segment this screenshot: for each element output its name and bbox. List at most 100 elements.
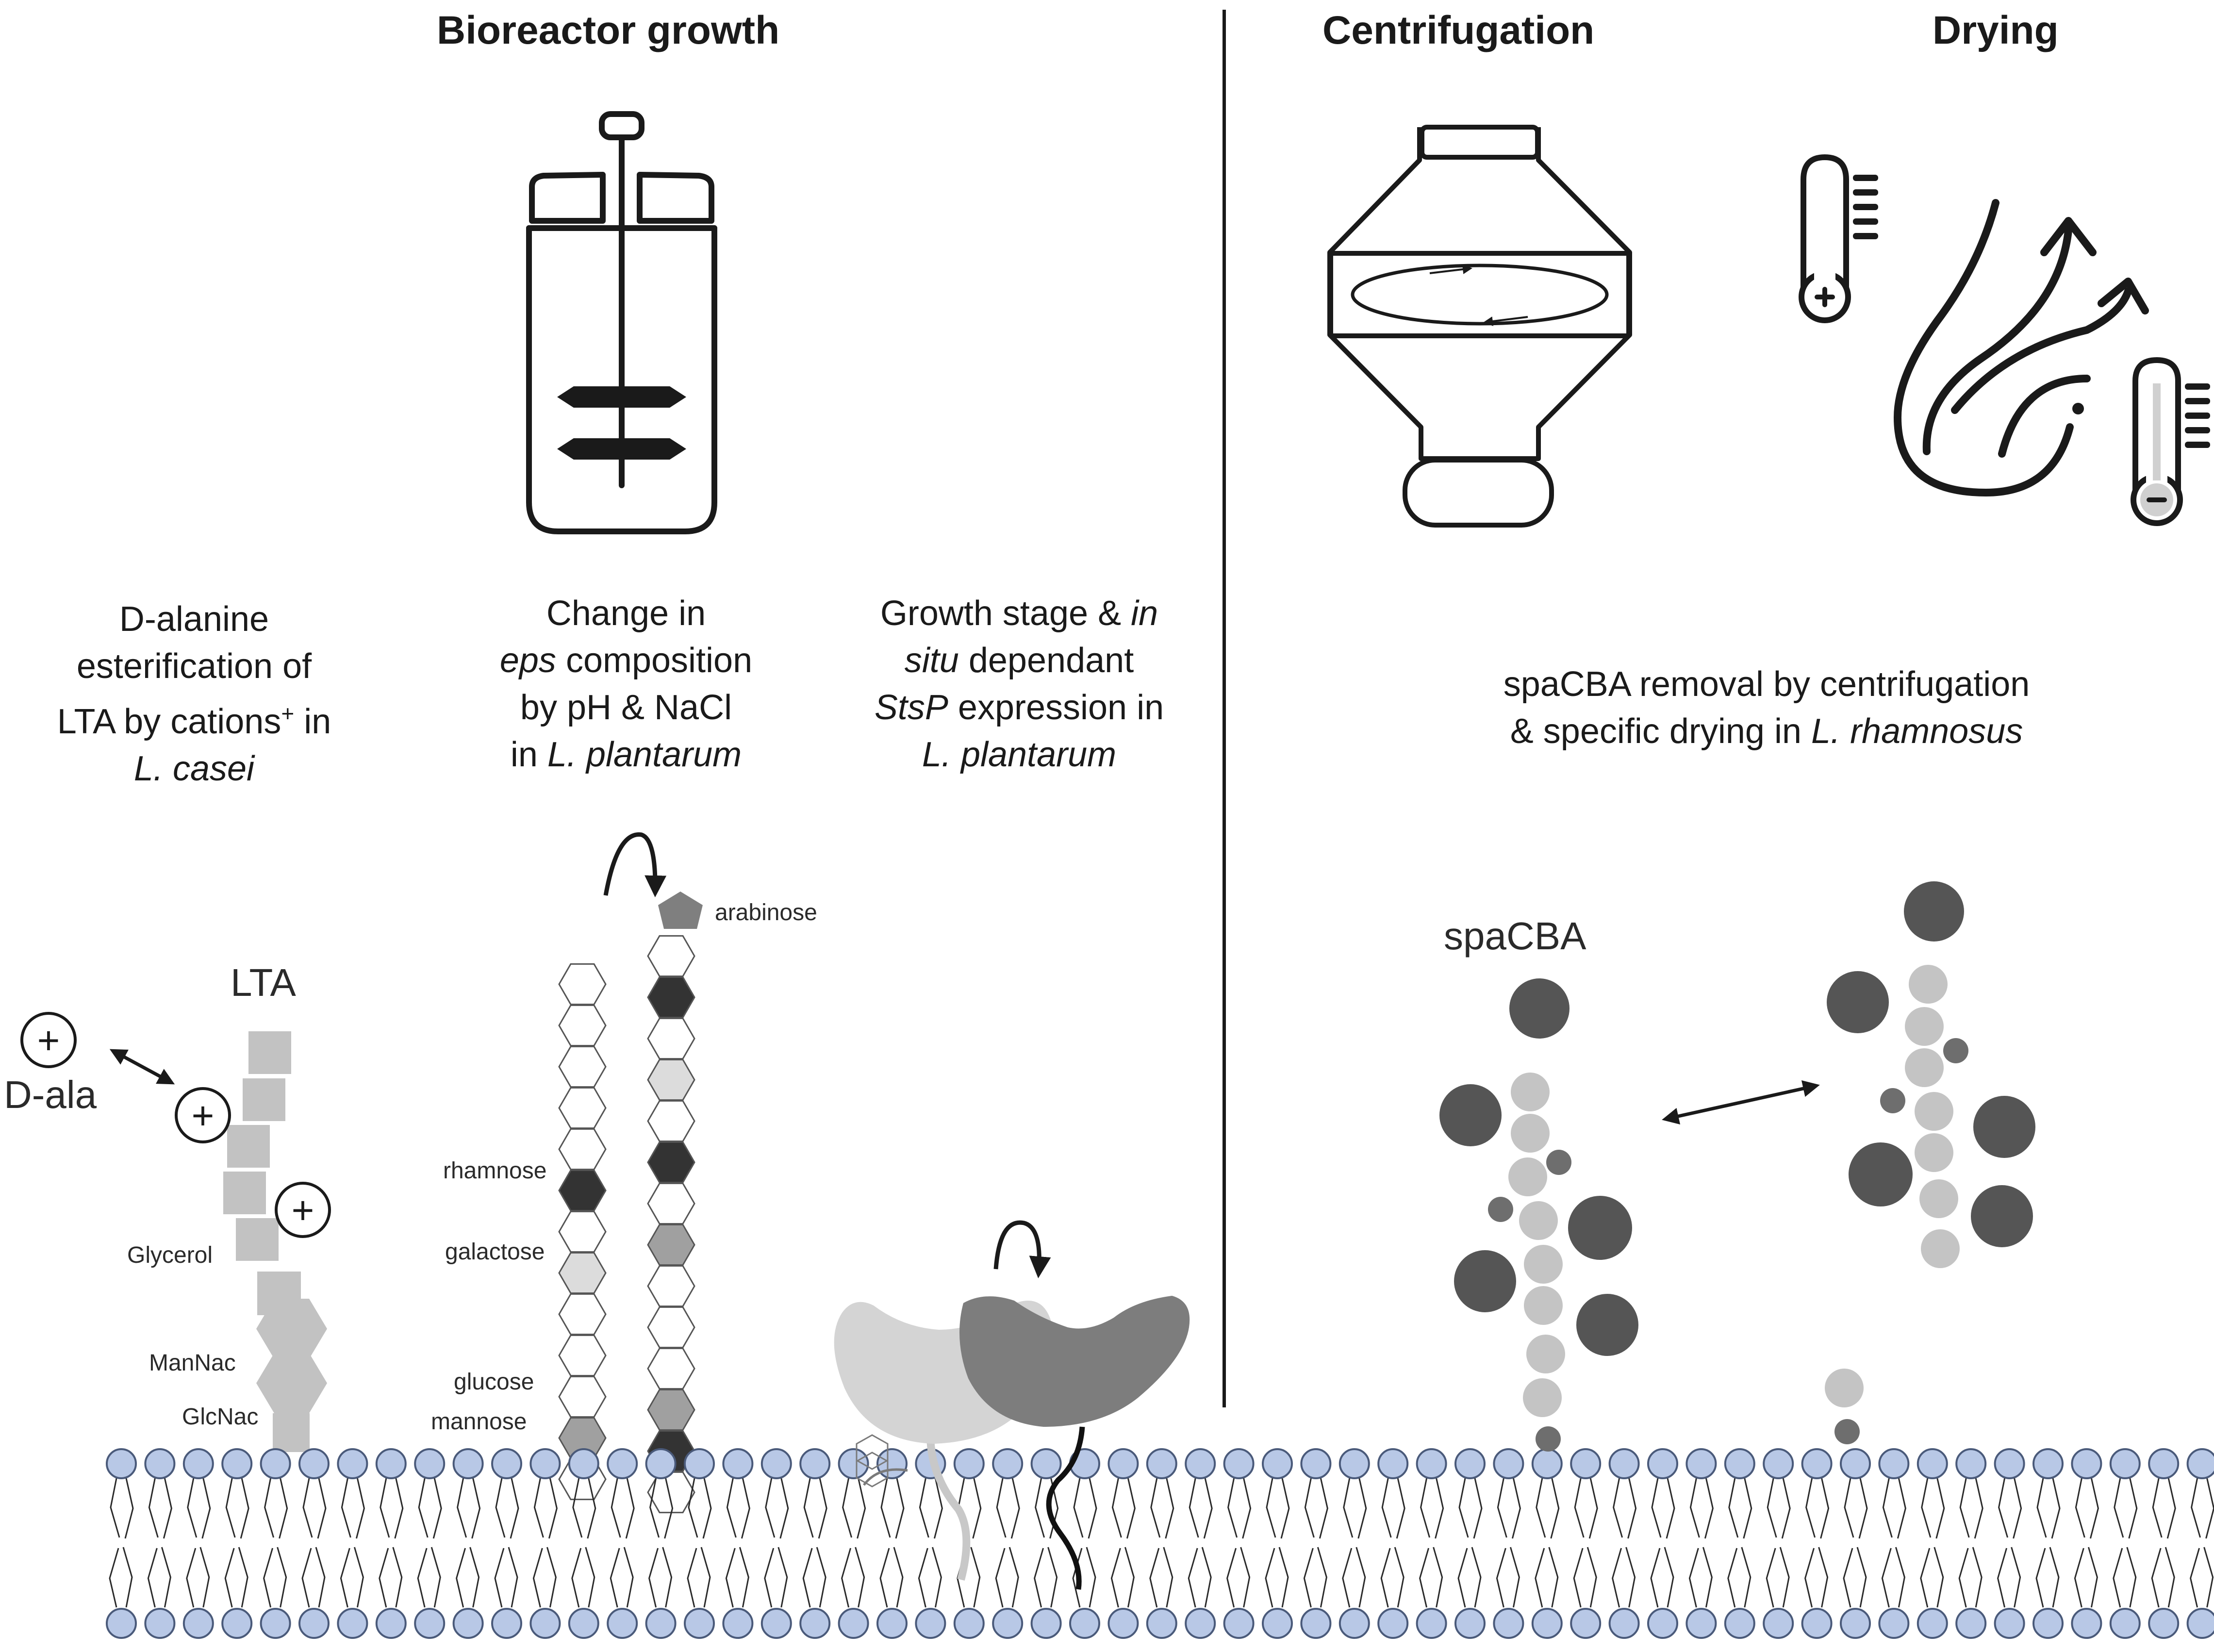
lipid-tail-bottom [2190, 1547, 2214, 1608]
lipid-head-bottom [915, 1608, 946, 1639]
label-spacba: spaCBA [1444, 914, 1586, 958]
lipid-tail-top [765, 1478, 789, 1539]
lipid-tail-bottom [1188, 1547, 1212, 1608]
lipid-tail-top [1998, 1478, 2022, 1539]
eps-hexagon [647, 1223, 695, 1266]
lipid-head-top [1801, 1448, 1833, 1479]
eps-hexagon [558, 1045, 607, 1088]
water-drop-icon [1893, 199, 2074, 497]
lipid-head-top [1146, 1448, 1177, 1479]
eps-change-arrow [603, 832, 667, 897]
eps-hexagon [647, 1017, 695, 1060]
lipid-tail-bottom [879, 1547, 904, 1608]
lipid-tail-top [572, 1478, 596, 1539]
lipid-tail-top [1536, 1478, 1560, 1539]
lipid-tail-top [2152, 1478, 2176, 1539]
lipid-tail-top [842, 1478, 866, 1539]
lipid-head-bottom [607, 1608, 638, 1639]
lipid-tail-bottom [1688, 1547, 1713, 1608]
lipid-head-bottom [1647, 1608, 1678, 1639]
lipid-tail-bottom [1650, 1547, 1674, 1608]
lipid-head-top [1531, 1448, 1563, 1479]
lipid-head-bottom [799, 1608, 831, 1639]
lipid-head-top [1338, 1448, 1370, 1479]
eps-hexagon [647, 1141, 695, 1184]
lipid-tail-top [1150, 1478, 1174, 1539]
lipid-head-bottom [1069, 1608, 1100, 1639]
caption-segment: situ [904, 641, 959, 680]
caption-segment: L. casei [133, 749, 255, 788]
thermometer-cold-icon [2131, 357, 2210, 526]
caption-segment: in [1131, 594, 1158, 633]
lipid-tail-top [688, 1478, 712, 1539]
lipid-tail-bottom [1419, 1547, 1443, 1608]
eps-hexagon [558, 1169, 607, 1212]
lipid-tail-top [264, 1478, 288, 1539]
lipid-head-top [607, 1448, 638, 1479]
lipid-head-bottom [1608, 1608, 1640, 1639]
lipid-head-top [414, 1448, 446, 1479]
lipid-head-bottom [1955, 1608, 1987, 1639]
spacba-pilus-intact [1439, 978, 1638, 1452]
lipid-tail-top [1921, 1478, 1945, 1539]
lipid-head-bottom [1531, 1608, 1563, 1639]
lipid-tail-bottom [109, 1547, 133, 1608]
lipid-tail-bottom [1766, 1547, 1790, 1608]
lipid-head-bottom [337, 1608, 368, 1639]
eps-hexagon [647, 935, 695, 977]
lipid-tail-top [1111, 1478, 1136, 1539]
caption-segment: L. rhamnosus [1811, 712, 2023, 751]
lipid-tail-top [148, 1478, 172, 1539]
lipid-tail-bottom [1496, 1547, 1520, 1608]
lipid-tail-bottom [2074, 1547, 2098, 1608]
lipid-head-bottom [1416, 1608, 1447, 1639]
lipid-head-bottom [221, 1608, 253, 1639]
lipid-head-bottom [1840, 1608, 1871, 1639]
lipid-tail-bottom [1997, 1547, 2021, 1608]
lipid-tail-bottom [725, 1547, 749, 1608]
label-glcnac: GlcNac [182, 1404, 258, 1430]
lipid-tail-top [187, 1478, 211, 1539]
lipid-head-top [2186, 1448, 2214, 1479]
lipid-tail-bottom [1612, 1547, 1636, 1608]
caption-line: esterification of [53, 643, 335, 690]
lipid-head-bottom [1146, 1608, 1177, 1639]
lipid-head-bottom [760, 1608, 792, 1639]
lipid-tail-bottom [1457, 1547, 1482, 1608]
lipid-head-bottom [1724, 1608, 1755, 1639]
lipid-tail-top [996, 1478, 1020, 1539]
lipid-head-top [1454, 1448, 1486, 1479]
lipid-tail-top [225, 1478, 249, 1539]
caption-line: StsP expression in [825, 684, 1213, 731]
eps-hexagon [647, 1100, 695, 1142]
d-ala-exchange-arrow [109, 1049, 175, 1085]
plus-charge-1: + [37, 1019, 60, 1062]
eps-chain-b [647, 935, 695, 1514]
lipid-head-bottom [2186, 1608, 2214, 1639]
caption-line: situ dependant [825, 637, 1213, 684]
label-galactose: galactose [445, 1239, 545, 1265]
lipid-tail-top [110, 1478, 134, 1539]
lipid-tail-bottom [918, 1547, 942, 1608]
lipid-tail-bottom [2035, 1547, 2060, 1608]
lipid-head-top [2109, 1448, 2141, 1479]
eps-hexagon [647, 1306, 695, 1349]
lipid-tail-bottom [340, 1547, 364, 1608]
lipid-tail-top [1844, 1478, 1868, 1539]
eps-hexagon [558, 1375, 607, 1418]
caption-segment: dependant [958, 641, 1134, 680]
eps-hexagon [647, 1182, 695, 1225]
caption-segment: eps [499, 641, 556, 680]
lipid-head-top [260, 1448, 291, 1479]
lipid-tail-bottom [1265, 1547, 1289, 1608]
lipid-head-top [992, 1448, 1024, 1479]
lipid-tail-bottom [1535, 1547, 1559, 1608]
lipid-head-bottom [452, 1608, 484, 1639]
lipid-tail-bottom [1804, 1547, 1829, 1608]
lipid-tail-bottom [1843, 1547, 1867, 1608]
lipid-head-bottom [1454, 1608, 1486, 1639]
lipid-head-top [1840, 1448, 1871, 1479]
spacba-exchange-arrow [1662, 1080, 1820, 1125]
lipid-tail-top [611, 1478, 635, 1539]
lipid-tail-bottom [1342, 1547, 1366, 1608]
